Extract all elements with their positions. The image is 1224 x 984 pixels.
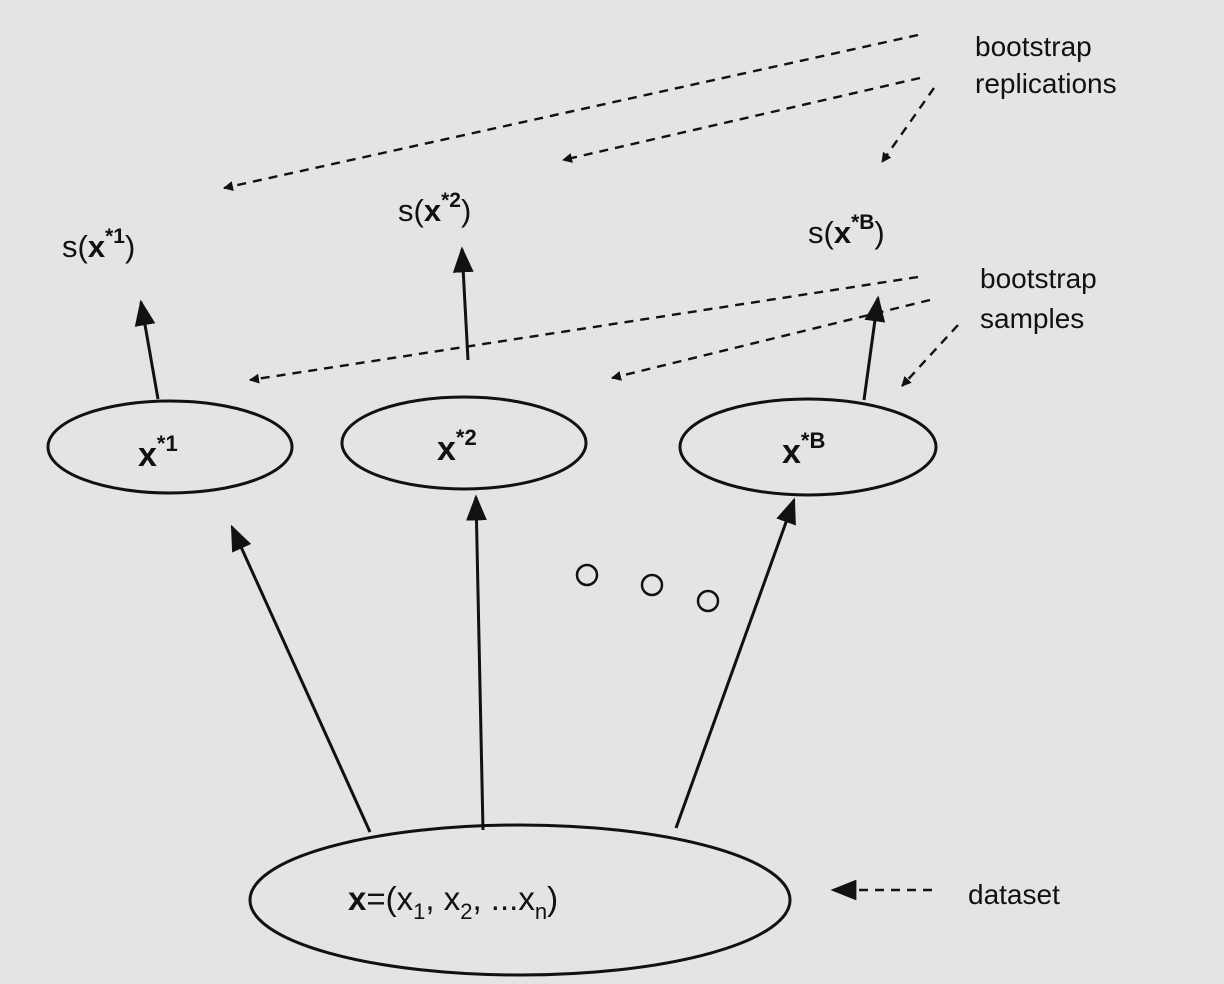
dashed-arrow-replications-2 [562, 76, 921, 163]
sample-ellipse-1 [46, 399, 294, 495]
dashed-arrow-samples-2 [611, 298, 931, 381]
annotation-bootstrap-samples: bootstrap samples [980, 263, 1105, 334]
arrow-sample-B-to-replication [862, 295, 886, 401]
sample-label-2: x*2 [437, 425, 477, 468]
dataset-ellipse [248, 823, 792, 977]
dashed-arrow-replications-B [881, 87, 935, 163]
dataset-label: x=(x1, x2, ...xn) [348, 880, 558, 924]
sample-ellipse-B [678, 397, 938, 497]
arrow-sample-2-to-replication [452, 246, 474, 361]
arrow-sample-1-to-replication [134, 299, 160, 400]
replication-label-2: s(x*2) [398, 189, 471, 228]
sample-ellipse-2 [340, 395, 588, 491]
three-circles-ellipsis-icon [575, 563, 720, 613]
dashed-arrow-replications-1 [223, 33, 919, 191]
annotation-bootstrap-replications: bootstrap replications [975, 31, 1117, 99]
sample-label-B: x*B [782, 428, 825, 471]
replication-label-B: s(x*B) [808, 211, 885, 250]
sample-label-1: x*1 [138, 431, 178, 474]
arrow-dataset-to-sample-B [674, 497, 796, 829]
annotation-dataset: dataset [968, 879, 1060, 910]
dashed-arrow-samples-1 [249, 275, 919, 384]
arrow-dataset-to-sample-2 [466, 494, 487, 831]
arrow-dataset-to-sample-1 [230, 524, 372, 833]
dashed-arrow-samples-B [901, 324, 959, 387]
replication-label-1: s(x*1) [62, 225, 135, 264]
